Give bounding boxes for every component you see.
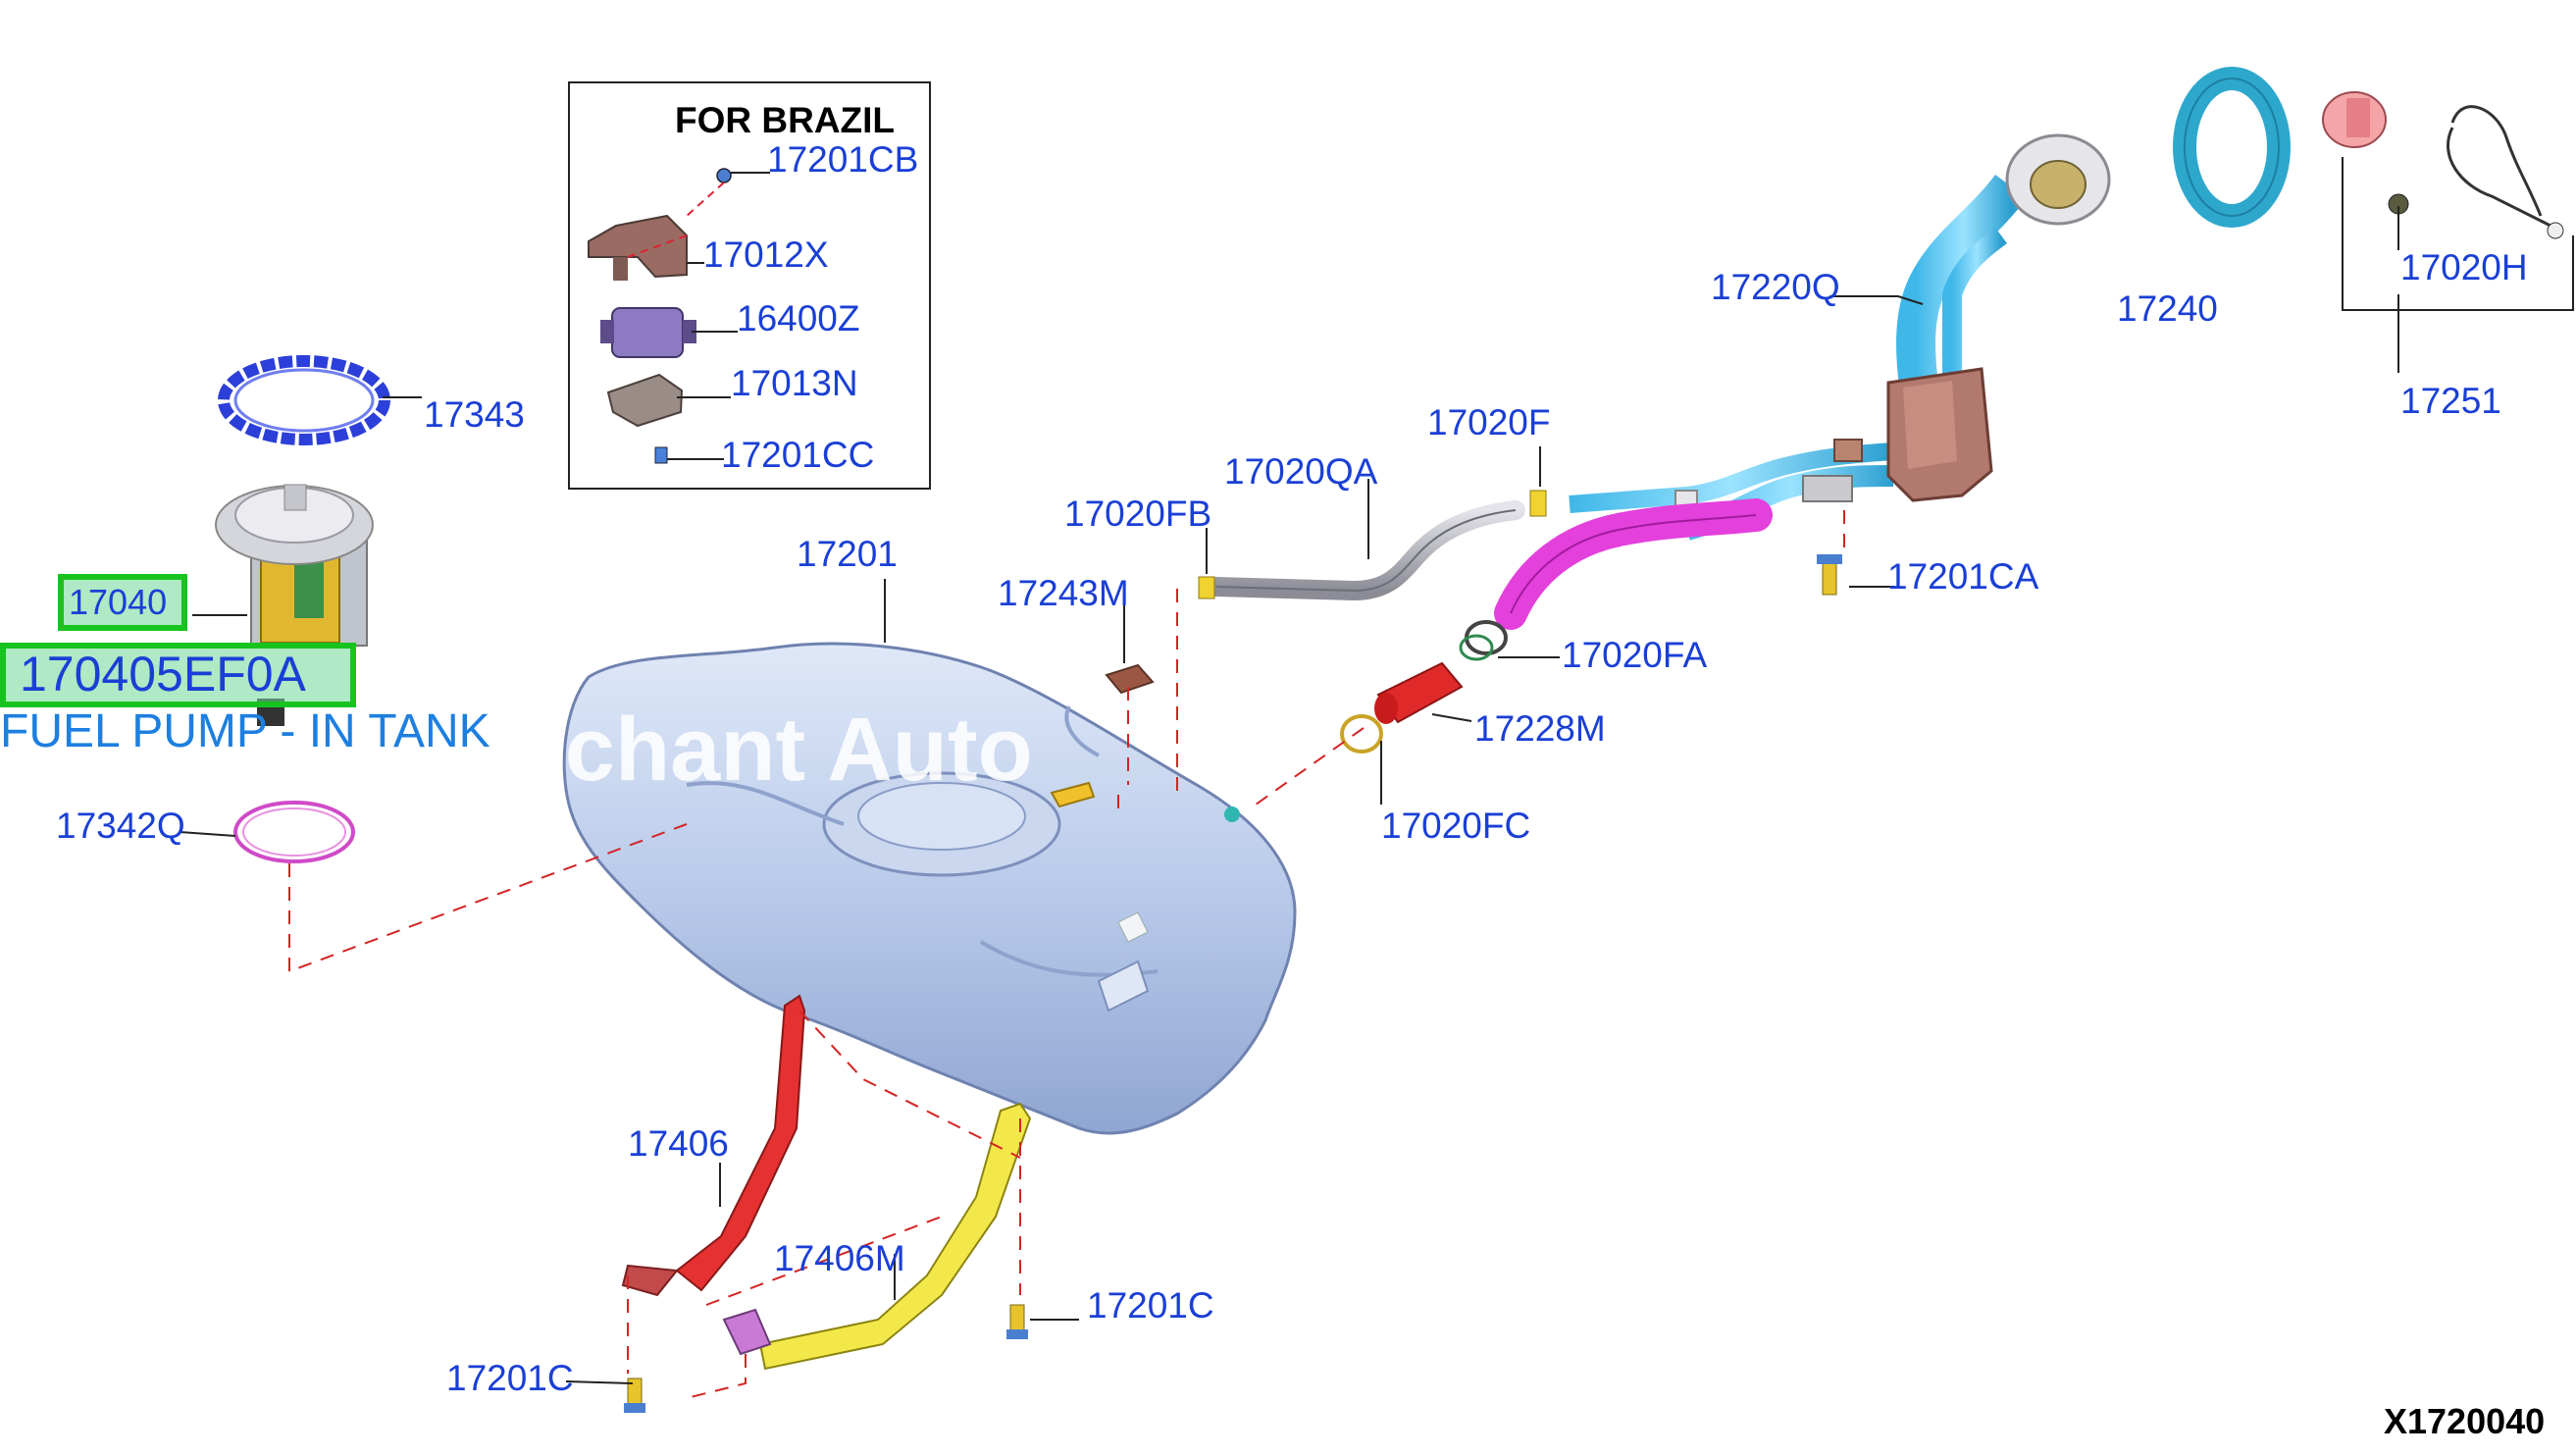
- label-17201CA: 17201CA: [1887, 556, 2039, 597]
- filler-pipe-17220Q: [1569, 133, 2111, 541]
- watermark-text: rchant Auto: [530, 700, 1033, 800]
- selected-part-description: FUEL PUMP - IN TANK: [0, 705, 490, 757]
- label-17342Q: 17342Q: [56, 806, 185, 846]
- figure-id: X1720040: [2384, 1401, 2546, 1441]
- fuel-tank-17201: [562, 579, 1297, 1135]
- dashed-connectors: [288, 510, 1845, 1399]
- selected-part-number-box[interactable]: [0, 643, 356, 707]
- label-17020FB: 17020FB: [1064, 494, 1212, 534]
- inset-leaders: [667, 172, 770, 460]
- hose-17228M: [1374, 661, 1472, 724]
- label-17243M: 17243M: [998, 573, 1129, 613]
- label-17201CC: 17201CC: [721, 435, 875, 475]
- hose-17020QA: [1198, 479, 1525, 601]
- label-17020FC: 17020FC: [1381, 806, 1531, 846]
- bolt-17201CA: [1817, 554, 1895, 596]
- label-17201: 17201: [797, 534, 898, 574]
- label-16400Z: 16400Z: [737, 298, 860, 338]
- label-17220Q: 17220Q: [1711, 267, 1840, 307]
- label-17406M: 17406M: [774, 1238, 905, 1278]
- inset-frame: [568, 81, 931, 490]
- label-17201C-left: 17201C: [446, 1358, 574, 1398]
- label-17240: 17240: [2117, 288, 2218, 329]
- strap-17406: [621, 994, 806, 1297]
- label-17020QA: 17020QA: [1224, 451, 1378, 492]
- clip-17020F: [1529, 446, 1547, 517]
- inset-parts: [588, 168, 732, 464]
- label-17012X: 17012X: [703, 234, 829, 275]
- label-17251: 17251: [2400, 381, 2501, 421]
- bolts-17201C: [565, 1304, 1079, 1413]
- cap-17251: [2322, 91, 2574, 373]
- clamp-17020FC: [1340, 714, 1383, 805]
- label-17013N: 17013N: [731, 363, 858, 403]
- selected-part-full-number[interactable]: 170405EF0A: [20, 647, 306, 702]
- inset-title: FOR BRAZIL: [675, 100, 896, 140]
- label-17406: 17406: [628, 1123, 729, 1164]
- label-17020F: 17020F: [1427, 402, 1551, 442]
- label-17040[interactable]: 17040: [69, 582, 168, 622]
- label-17343: 17343: [424, 394, 525, 435]
- strap-17406M: [722, 1102, 1032, 1371]
- label-17201CB: 17201CB: [767, 139, 919, 180]
- hose-17020FA: [1459, 498, 1773, 661]
- selected-part-hotspot[interactable]: [58, 574, 187, 631]
- seal-ring-17240: [2173, 67, 2291, 228]
- pad-17243M: [1105, 587, 1155, 695]
- label-17020FA: 17020FA: [1562, 635, 1708, 675]
- lock-ring-17343: [218, 355, 422, 445]
- o-ring-17342Q: [179, 801, 355, 863]
- label-17020H: 17020H: [2400, 247, 2528, 287]
- label-17201C-right: 17201C: [1087, 1285, 1214, 1326]
- label-17228M: 17228M: [1474, 708, 1606, 749]
